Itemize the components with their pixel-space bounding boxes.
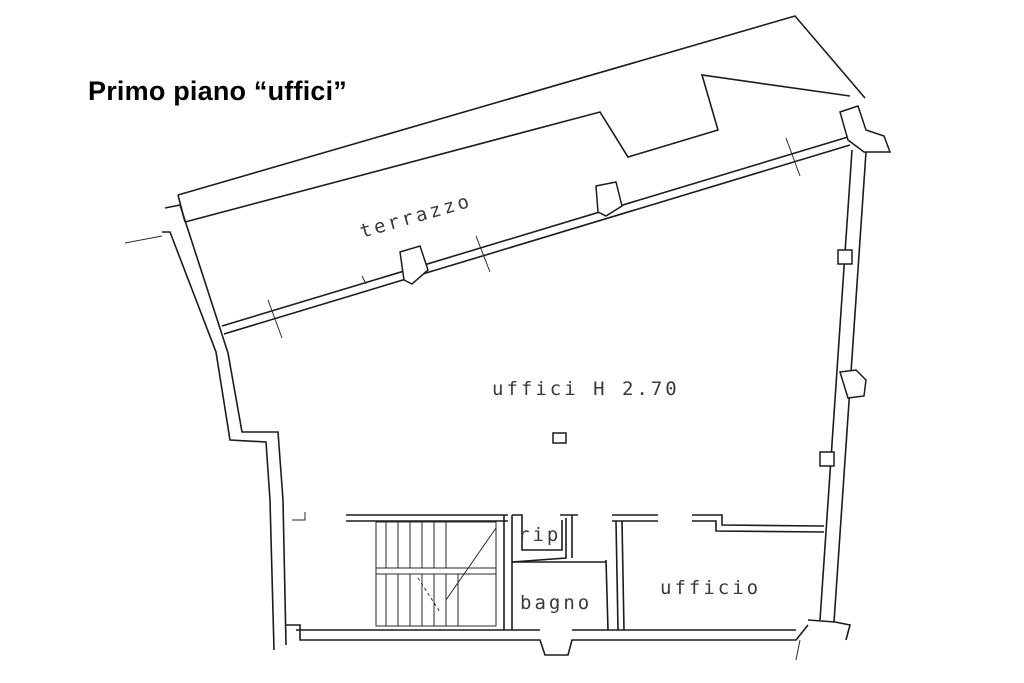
left-wall (162, 204, 306, 651)
staircase (375, 521, 497, 627)
terrace-parapet (177, 15, 866, 223)
window-wall (124, 136, 851, 339)
page-title: Primo piano “uffici” (88, 76, 348, 106)
bottom-wall (286, 619, 851, 661)
room-label-ufficio: ufficio (660, 577, 761, 599)
column (399, 105, 892, 285)
room-label-bagno: bagno (520, 592, 592, 614)
right-wall (819, 149, 867, 623)
interior-walls (346, 514, 825, 631)
central-column (552, 432, 567, 444)
room-label-terrazzo: terrazzo (357, 190, 474, 243)
room-label-uffici: uffici H 2.70 (492, 378, 680, 400)
room-label-rip: rip (518, 524, 561, 546)
